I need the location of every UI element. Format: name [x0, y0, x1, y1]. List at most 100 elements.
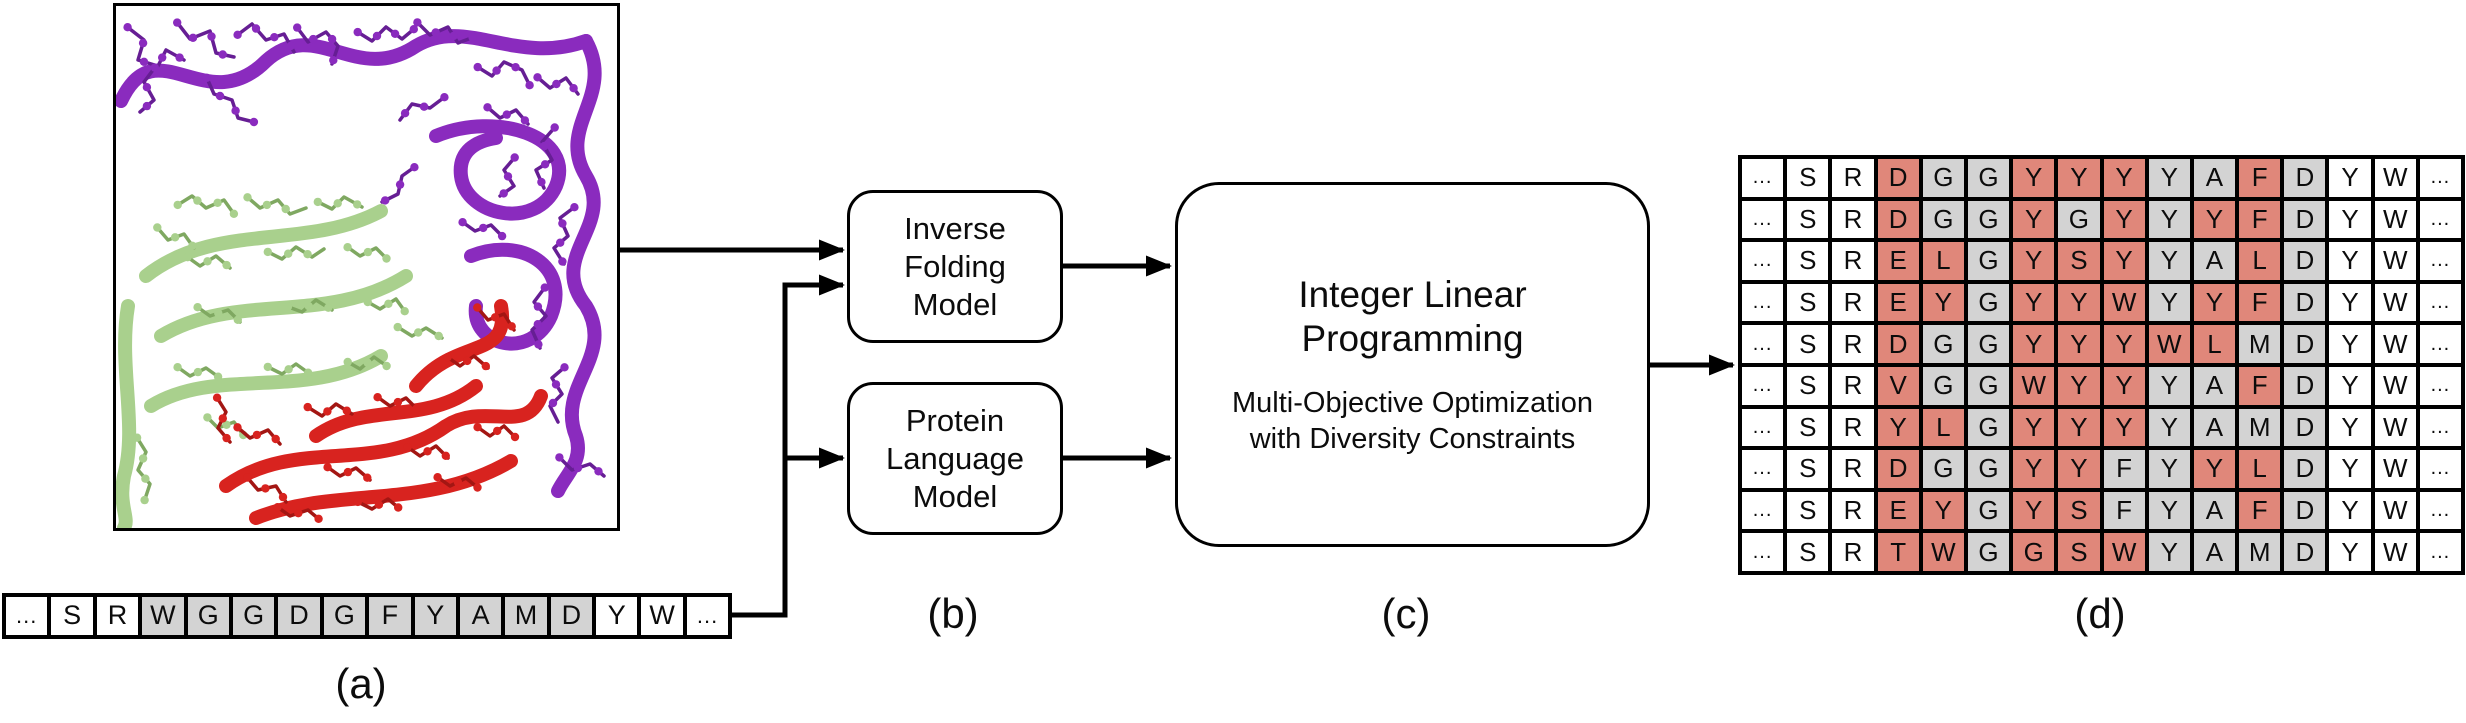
- integer-linear-programming-box: Integer Linear Programming Multi-Objecti…: [1175, 182, 1650, 547]
- grid-cell: W: [2372, 240, 2418, 282]
- grid-cell: V: [1875, 364, 1921, 407]
- grid-cell: ...: [1740, 489, 1786, 532]
- sequence-cell: W: [140, 595, 186, 637]
- red-chain: [212, 299, 548, 525]
- grid-cell: L: [2237, 448, 2283, 490]
- grid-cell: Y: [2056, 323, 2102, 365]
- grid-cell: Y: [2191, 448, 2238, 490]
- arrow-sequence-to-inverse-folding: [726, 274, 845, 618]
- grid-cell: R: [1830, 157, 1876, 199]
- grid-cell: G: [1965, 157, 2012, 199]
- grid-cell: Y: [2327, 489, 2373, 532]
- grid-cell: F: [2237, 489, 2283, 532]
- grid-cell: S: [1785, 448, 1831, 490]
- grid-cell: Y: [2146, 240, 2192, 282]
- sequence-cell: G: [321, 595, 368, 637]
- grid-cell: ...: [1740, 448, 1786, 490]
- grid-cell: G: [1920, 323, 1966, 365]
- sequence-cell: G: [185, 595, 231, 637]
- protein-language-model-label: Protein Language Model: [886, 402, 1024, 514]
- grid-cell: T: [1875, 531, 1921, 573]
- grid-cell: G: [1920, 364, 1966, 407]
- grid-cell: D: [2282, 198, 2328, 241]
- grid-cell: S: [1785, 281, 1831, 324]
- grid-cell: G: [1965, 364, 2012, 407]
- sequence-cell: Y: [412, 595, 458, 637]
- grid-cell: Y: [2056, 281, 2102, 324]
- grid-cell: W: [2372, 323, 2418, 365]
- sequence-cell: F: [367, 595, 413, 637]
- grid-cell: Y: [2191, 281, 2238, 324]
- grid-cell: Y: [2146, 198, 2192, 241]
- grid-cell: Y: [2101, 157, 2147, 199]
- grid-cell: Y: [2011, 281, 2057, 324]
- grid-cell: Y: [2327, 281, 2373, 324]
- grid-cell: F: [2101, 489, 2147, 532]
- grid-cell: Y: [2146, 157, 2192, 199]
- protein-render: [116, 18, 606, 528]
- grid-cell: D: [2282, 364, 2328, 407]
- grid-cell: Y: [2146, 531, 2192, 573]
- grid-cell: E: [1875, 281, 1921, 324]
- grid-cell: S: [2056, 531, 2102, 573]
- grid-cell: Y: [2101, 323, 2147, 365]
- grid-cell: ...: [2417, 323, 2463, 365]
- grid-cell: W: [2101, 281, 2147, 324]
- grid-cell: R: [1830, 448, 1876, 490]
- grid-cell: ...: [1740, 281, 1786, 324]
- grid-cell: Y: [2011, 323, 2057, 365]
- grid-cell: S: [2056, 489, 2102, 532]
- grid-cell: ...: [2417, 157, 2463, 199]
- grid-cell: W: [2372, 198, 2418, 241]
- grid-cell: R: [1830, 531, 1876, 573]
- grid-cell: A: [2191, 531, 2238, 573]
- protein-language-model-box: Protein Language Model: [847, 382, 1063, 535]
- grid-cell: G: [1920, 448, 1966, 490]
- grid-cell: Y: [2327, 198, 2373, 241]
- grid-cell: D: [1875, 198, 1921, 241]
- grid-cell: Y: [2011, 240, 2057, 282]
- grid-cell: A: [2191, 489, 2238, 532]
- grid-cell: G: [1920, 157, 1966, 199]
- grid-cell: ...: [1740, 323, 1786, 365]
- purple-chain: [116, 18, 606, 498]
- grid-cell: Y: [2146, 364, 2192, 407]
- grid-cell: D: [2282, 240, 2328, 282]
- grid-cell: Y: [2011, 489, 2057, 532]
- grid-cell: Y: [1875, 406, 1921, 449]
- grid-cell: G: [1965, 198, 2012, 241]
- sequence-cell: W: [639, 595, 685, 637]
- panel-label-d: (d): [2074, 590, 2126, 637]
- grid-cell: Y: [2011, 448, 2057, 490]
- grid-cell: Y: [2327, 531, 2373, 573]
- grid-cell: Y: [2327, 240, 2373, 282]
- grid-cell: W: [2372, 157, 2418, 199]
- grid-cell: G: [2056, 198, 2102, 241]
- grid-cell: ...: [2417, 406, 2463, 449]
- inverse-folding-model-box: Inverse Folding Model: [847, 190, 1063, 343]
- grid-cell: D: [2282, 448, 2328, 490]
- sequence-cell: R: [94, 595, 141, 637]
- grid-cell: ...: [2417, 281, 2463, 324]
- grid-cell: A: [2191, 240, 2238, 282]
- grid-cell: W: [2372, 281, 2418, 324]
- grid-cell: R: [1830, 406, 1876, 449]
- grid-cell: A: [2191, 364, 2238, 407]
- grid-cell: Y: [2011, 157, 2057, 199]
- grid-cell: W: [2372, 364, 2418, 407]
- grid-cell: D: [2282, 323, 2328, 365]
- grid-cell: M: [2237, 406, 2283, 449]
- grid-cell: ...: [1740, 364, 1786, 407]
- grid-cell: D: [2282, 406, 2328, 449]
- grid-cell: L: [2237, 240, 2283, 282]
- grid-cell: ...: [2417, 531, 2463, 573]
- grid-cell: S: [1785, 198, 1831, 241]
- grid-cell: F: [2237, 364, 2283, 407]
- panel-label-c: (c): [1381, 590, 1431, 637]
- grid-cell: D: [1875, 448, 1921, 490]
